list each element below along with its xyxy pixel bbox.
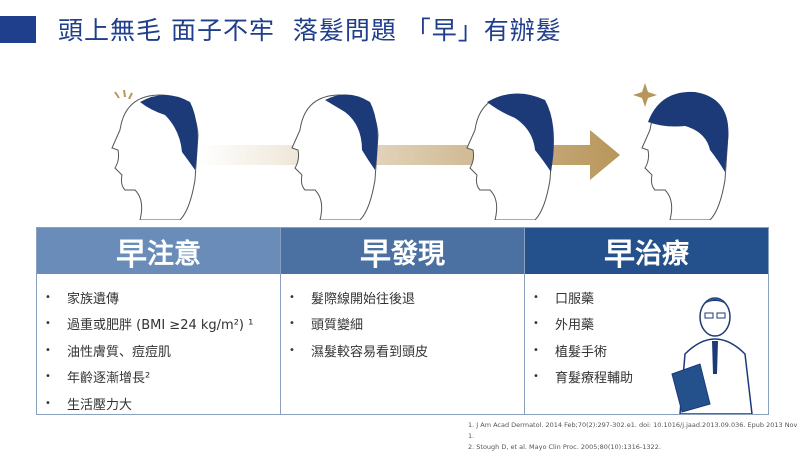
head-stage-1 <box>111 89 199 220</box>
column-early-detection: 早發現 •髮際線開始往後退 •頭質變細 •濕髮較容易看到頭皮 <box>281 228 525 414</box>
header-prefix: 早 <box>360 236 391 273</box>
item-text: 年齡逐漸增長² <box>67 371 151 387</box>
item-text: 頭質變細 <box>311 318 364 334</box>
reference-2: 2. Stough D, et al. Mayo Clin Proc. 2005… <box>468 443 661 451</box>
list-item: •育髮療程輔助 <box>533 364 768 391</box>
item-text: 育髮療程輔助 <box>555 371 634 387</box>
references: 1. J Am Acad Dermatol. 2014 Feb;70(2):29… <box>468 420 800 453</box>
item-text: 濕髮較容易看到頭皮 <box>311 344 429 360</box>
list-item: •頭質變細 <box>289 311 524 338</box>
header-text: 發現 <box>391 238 445 270</box>
doctor-illustration <box>671 297 753 414</box>
item-text: 外用藥 <box>555 318 595 334</box>
list-item: •生活壓力大 <box>45 390 280 417</box>
item-text: 過重或肥胖 (BMI ≥24 kg/m²) ¹ <box>67 318 254 334</box>
list-item: •植髮手術 <box>533 337 768 364</box>
list-item: •髮際線開始往後退 <box>289 284 524 311</box>
list-item: •口服藥 <box>533 284 768 311</box>
hair-loss-progression-illustration <box>111 83 729 220</box>
header-prefix: 早 <box>604 236 635 273</box>
title-marker <box>0 16 36 43</box>
column-header: 早注意 <box>37 228 280 274</box>
column-early-attention: 早注意 •家族遺傳 •過重或肥胖 (BMI ≥24 kg/m²) ¹ •油性膚質… <box>37 228 281 414</box>
column-header: 早治療 <box>525 228 768 274</box>
header-text: 注意 <box>147 238 201 270</box>
list-item: •油性膚質、痘痘肌 <box>45 337 280 364</box>
item-text: 口服藥 <box>555 291 595 307</box>
list-item: •濕髮較容易看到頭皮 <box>289 337 524 364</box>
item-text: 植髮手術 <box>555 344 608 360</box>
list-item: •過重或肥胖 (BMI ≥24 kg/m²) ¹ <box>45 311 280 338</box>
progression-arrow <box>200 130 620 180</box>
list-item: •年齡逐漸增長² <box>45 364 280 391</box>
list-item: •家族遺傳 <box>45 284 280 311</box>
page-title: 頭上無毛 面子不牢 落髮問題 「早」有辦髮 <box>58 16 562 45</box>
item-text: 髮際線開始往後退 <box>311 291 416 307</box>
column-early-treatment: 早治療 •口服藥 •外用藥 •植髮手術 •育髮療程輔助 <box>525 228 768 414</box>
prevention-table: 早注意 •家族遺傳 •過重或肥胖 (BMI ≥24 kg/m²) ¹ •油性膚質… <box>36 227 769 415</box>
item-text: 生活壓力大 <box>67 397 133 413</box>
head-stage-4 <box>633 83 729 220</box>
item-text: 家族遺傳 <box>67 291 120 307</box>
list-item: •外用藥 <box>533 311 768 338</box>
item-text: 油性膚質、痘痘肌 <box>67 344 172 360</box>
column-header: 早發現 <box>281 228 524 274</box>
header-text: 治療 <box>635 238 689 270</box>
head-stage-3 <box>466 93 554 220</box>
reference-1: 1. J Am Acad Dermatol. 2014 Feb;70(2):29… <box>468 421 798 440</box>
sparkle-icon <box>633 83 657 107</box>
header-prefix: 早 <box>116 236 147 273</box>
head-stage-2 <box>291 94 379 220</box>
